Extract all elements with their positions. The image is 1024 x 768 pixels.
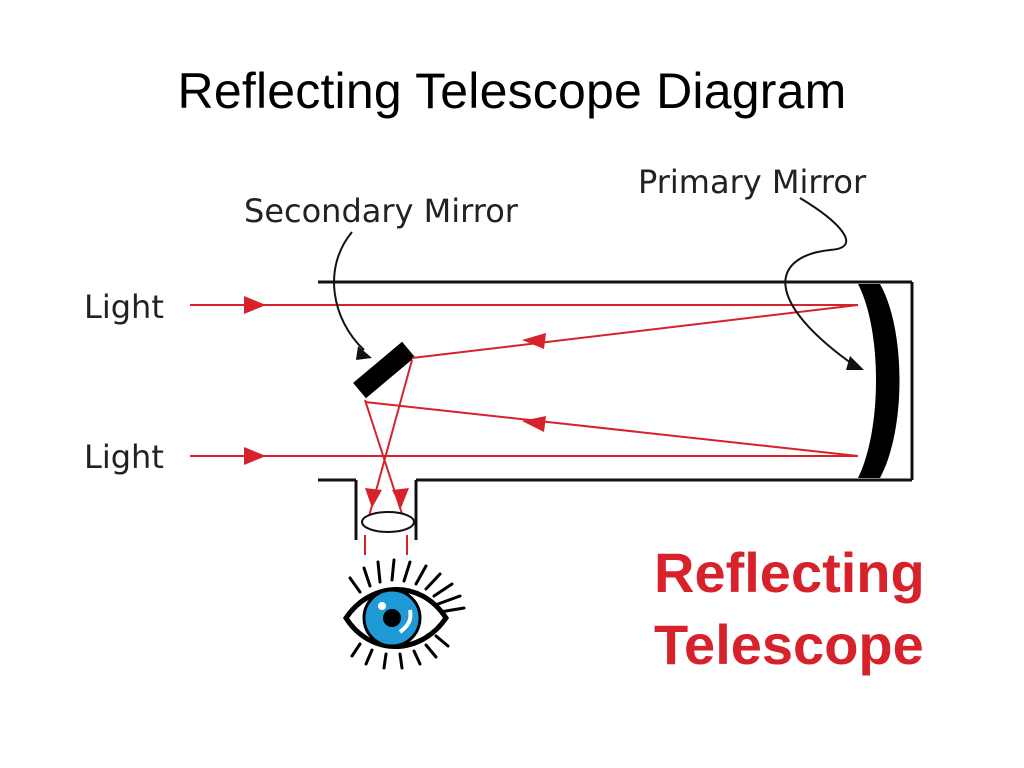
arrow-icon bbox=[522, 416, 546, 432]
arrow-icon bbox=[522, 333, 546, 349]
eye-icon bbox=[343, 558, 466, 670]
pointer-arrowhead-icon bbox=[356, 346, 372, 360]
light-rays bbox=[190, 304, 859, 555]
light-label-top: Light bbox=[84, 288, 164, 326]
ray-arrows bbox=[244, 296, 546, 508]
pointer-arrowhead-icon bbox=[846, 356, 864, 370]
primary-mirror-label: Primary Mirror bbox=[638, 163, 867, 201]
secondary-mirror-label: Secondary Mirror bbox=[244, 192, 519, 230]
pointer-lines bbox=[333, 197, 859, 369]
arrow-icon bbox=[365, 488, 382, 508]
arrow-icon bbox=[392, 488, 409, 508]
arrow-icon bbox=[244, 447, 266, 465]
arrow-icon bbox=[244, 296, 266, 314]
caption-line-2: Telescope bbox=[654, 613, 924, 676]
secondary-mirror-icon bbox=[353, 341, 415, 399]
caption-line-1: Reflecting bbox=[654, 541, 925, 604]
lens-icon bbox=[361, 511, 415, 533]
primary-mirror-icon bbox=[858, 284, 900, 478]
telescope-tube bbox=[318, 280, 914, 540]
light-label-bottom: Light bbox=[84, 438, 164, 476]
page-title: Reflecting Telescope Diagram bbox=[177, 63, 847, 119]
